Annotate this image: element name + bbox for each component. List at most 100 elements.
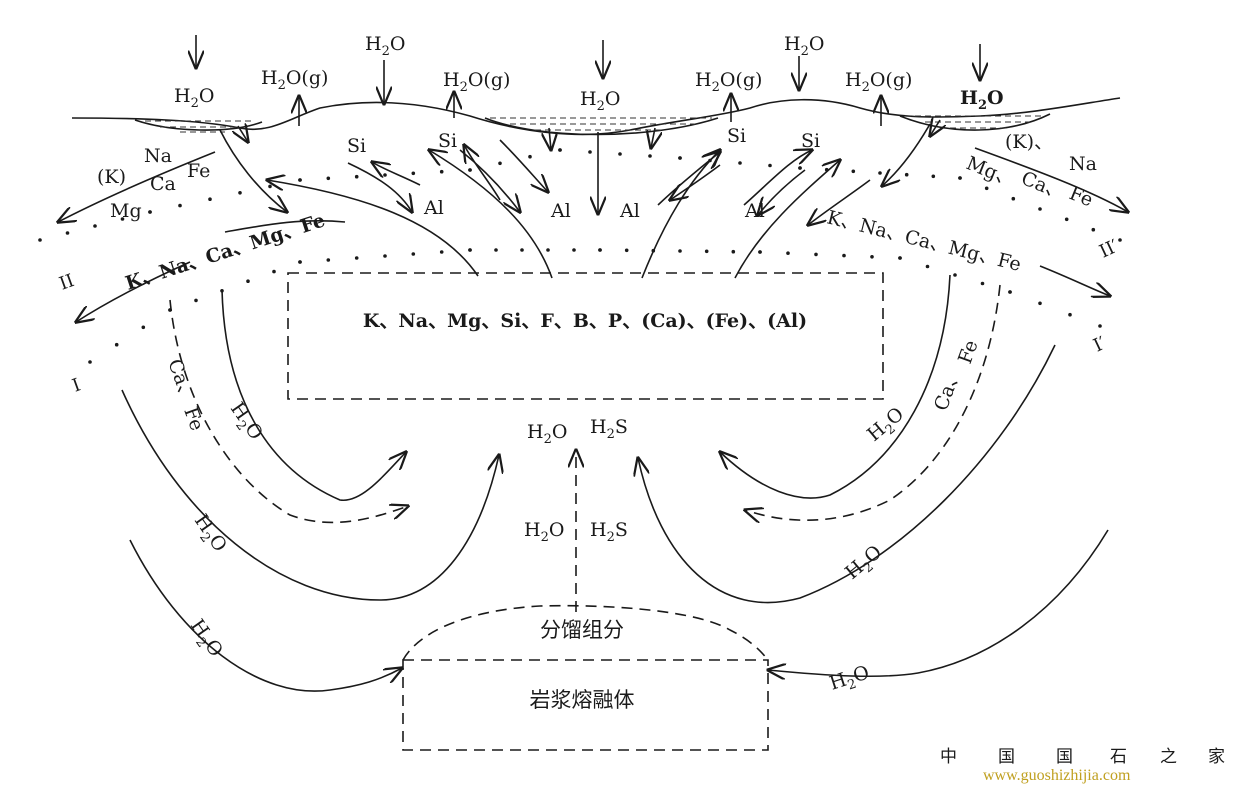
zone-boundary-dot bbox=[194, 298, 198, 303]
si-label: Si bbox=[727, 125, 746, 147]
zone-boundary-dot bbox=[383, 173, 387, 177]
si-al-arrow bbox=[657, 152, 720, 206]
h2s-label: H2S bbox=[590, 416, 628, 442]
zone-boundary-dot bbox=[411, 171, 416, 176]
zone-boundary-dot bbox=[246, 279, 250, 284]
magma-label: 岩浆熔融体 bbox=[530, 688, 635, 712]
fe-label-left: Fe bbox=[179, 404, 208, 434]
zone-boundary-dot bbox=[272, 269, 276, 274]
k-paren-label: (K) bbox=[97, 166, 126, 188]
zone-boundary-dot bbox=[1068, 312, 1072, 317]
zone-boundary-dot bbox=[1011, 196, 1016, 201]
upflow-arrow bbox=[734, 160, 840, 279]
zone-boundary-dot bbox=[738, 161, 742, 165]
h2o-label: H2O bbox=[187, 510, 231, 558]
watermark-url: www.guoshizhijia.com bbox=[983, 767, 1131, 784]
al-label: Al bbox=[619, 200, 640, 222]
si-label: Si bbox=[347, 135, 366, 157]
h2o-label: H2O bbox=[960, 87, 1004, 113]
zone-boundary-dot bbox=[798, 166, 802, 170]
zone-boundary-dot bbox=[1038, 301, 1042, 306]
zone-boundary-dot bbox=[326, 258, 331, 262]
leaching-arrow bbox=[808, 179, 871, 225]
ca-label-right: Ca、 bbox=[930, 364, 966, 414]
zone-boundary-dot bbox=[498, 161, 502, 166]
zone-boundary-dot bbox=[178, 203, 182, 208]
metasomatic-core-zone bbox=[287, 272, 884, 400]
upflow-arrow bbox=[267, 180, 479, 277]
zone-boundary-dot bbox=[878, 171, 882, 175]
h2o-gas-label: H2O(g) bbox=[845, 69, 912, 95]
h2o-label: H2O bbox=[841, 541, 889, 587]
si-label: Si bbox=[438, 130, 457, 152]
zone-boundary-dot bbox=[768, 163, 772, 168]
zone-boundary-dot bbox=[326, 176, 331, 181]
circulation-arc bbox=[720, 274, 951, 499]
h2o-label: H2O bbox=[183, 615, 227, 663]
zone-boundary-dot bbox=[494, 248, 498, 252]
zone-boundary-dot bbox=[624, 248, 629, 253]
zone-boundary-dot bbox=[93, 224, 97, 228]
watermark-char: 石 bbox=[1110, 747, 1127, 767]
circulation-arc bbox=[638, 344, 1056, 604]
h2o-label: H2O bbox=[223, 398, 267, 446]
si-al-arrow bbox=[347, 162, 412, 212]
si-al-arrow bbox=[670, 164, 721, 200]
zone-boundary-dot bbox=[558, 148, 562, 152]
magma-body bbox=[402, 659, 769, 751]
zone-boundary-dot bbox=[618, 152, 622, 156]
al-label: Al bbox=[744, 200, 765, 222]
zone-boundary-dot bbox=[842, 253, 846, 258]
zone-boundary-dot bbox=[980, 281, 985, 286]
h2o-label: H2O bbox=[863, 403, 911, 449]
zone-boundary-dot bbox=[953, 273, 957, 277]
outflow-arrow-left bbox=[58, 151, 216, 222]
zone-boundary-dot bbox=[1118, 238, 1122, 242]
element-series-left: K、Na、Ca、Mg、Fe bbox=[123, 209, 328, 294]
zone-boundary-dot bbox=[678, 156, 682, 160]
zone-boundary-dot bbox=[572, 248, 576, 252]
watermark-char: 国 bbox=[998, 747, 1015, 767]
fe-label-right: Fe bbox=[954, 337, 983, 367]
zone-boundary-dot bbox=[120, 217, 125, 221]
circulation-arc bbox=[221, 289, 406, 501]
fe-label: Fe bbox=[1066, 182, 1096, 211]
h2o-label: H2O bbox=[827, 661, 873, 698]
zone-i-label: I bbox=[70, 375, 84, 397]
zone-boundary-dot bbox=[814, 252, 818, 257]
h2o-gas-label: H2O(g) bbox=[695, 69, 762, 95]
watermark-char: 国 bbox=[1056, 747, 1073, 767]
zone-boundary-dot bbox=[598, 248, 602, 252]
zone-boundary-dot bbox=[1064, 217, 1069, 222]
zone-boundary-dot bbox=[1091, 227, 1096, 232]
zone-boundary-dot bbox=[354, 174, 359, 179]
zone-boundary-dot bbox=[958, 176, 962, 180]
zone-i-prime-label: I′ bbox=[1090, 333, 1109, 357]
al-label: Al bbox=[423, 197, 444, 219]
core-elements-label: K、Na、Mg、Si、F、B、P、(Ca)、(Fe)、(Al) bbox=[363, 310, 807, 332]
zone-boundary-dot bbox=[38, 238, 42, 242]
zone-boundary-dot bbox=[439, 169, 444, 174]
zone-boundary-dot bbox=[65, 231, 70, 235]
upflow-arrow bbox=[641, 150, 720, 279]
zone-boundary-dot bbox=[298, 260, 302, 264]
mg-label: Mg bbox=[110, 200, 142, 222]
circulation-arc bbox=[129, 539, 402, 692]
k-paren-label: (K)、 bbox=[1005, 131, 1053, 153]
si-al-arrow bbox=[372, 162, 421, 186]
h2o-label: H2O bbox=[365, 33, 405, 59]
zone-boundary-dot bbox=[870, 254, 874, 259]
circulation-arc bbox=[768, 529, 1109, 676]
zone-ii-label: II bbox=[57, 270, 78, 295]
zone-boundary-dot bbox=[925, 264, 930, 269]
na-label: Na bbox=[1069, 153, 1097, 175]
circulation-arc bbox=[121, 389, 499, 601]
zone-boundary-dot bbox=[588, 150, 592, 154]
pond-seepage-arrow bbox=[930, 120, 940, 136]
zone-boundary-dot bbox=[1038, 207, 1042, 211]
zone-one-dots bbox=[88, 248, 1102, 364]
si-al-arrow bbox=[459, 149, 520, 212]
fractionation-cap bbox=[402, 604, 769, 661]
si-al-arrow bbox=[758, 169, 806, 215]
